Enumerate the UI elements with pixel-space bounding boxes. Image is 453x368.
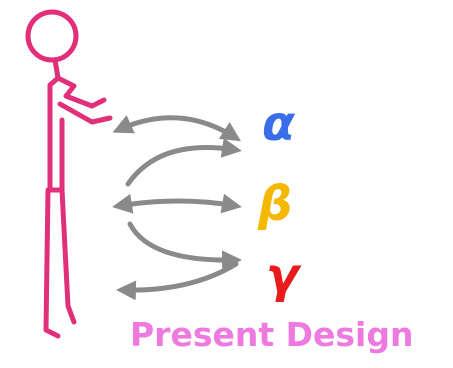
figure-neck	[52, 57, 61, 81]
arrow-beta	[112, 193, 242, 214]
figure-left-leg	[43, 187, 61, 339]
figure-right-leg	[59, 187, 77, 325]
label-alpha: α	[262, 96, 295, 152]
label-gamma: γ	[266, 248, 299, 304]
arrow-alpha	[112, 115, 242, 142]
figure-upper-arm	[55, 75, 107, 109]
figure-head	[25, 9, 79, 63]
relation-arrows	[112, 115, 242, 301]
figure-lower-arm	[57, 101, 113, 125]
arrow-gamma	[116, 261, 239, 301]
label-beta: β	[258, 176, 293, 232]
diagram-caption: Present Design	[130, 315, 414, 354]
arrow-beta-gamma	[127, 221, 242, 271]
stick-figure	[25, 9, 113, 339]
arrow-alpha-beta	[125, 137, 242, 187]
figure-torso	[47, 75, 65, 193]
